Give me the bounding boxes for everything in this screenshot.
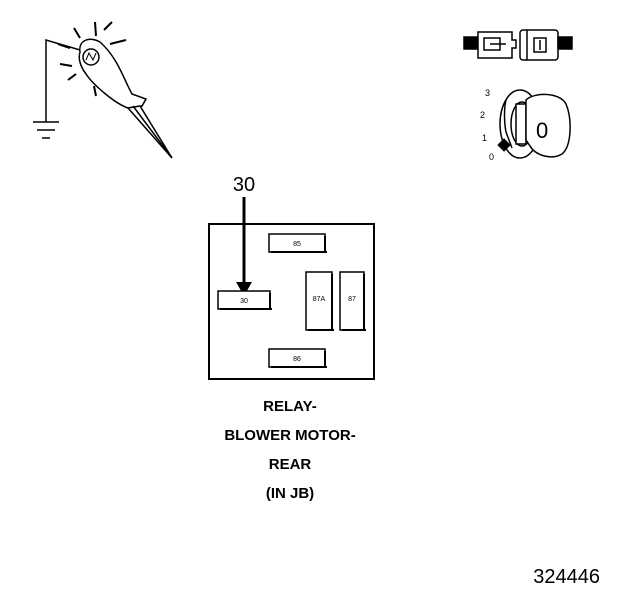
ignition-position-0: 0 [489,152,494,162]
caption-line-2: BLOWER MOTOR- [224,427,356,444]
figure-number: 324446 [533,566,600,588]
disconnected-connector-icon [463,29,573,61]
caption-line-1: RELAY- [263,398,317,415]
relay-pin-30: 30 [217,290,272,310]
relay-pin-86: 86 [268,348,327,368]
ignition-position-2: 2 [480,110,485,120]
pin-30-label: 30 [240,298,248,305]
pin-86-label: 86 [293,356,301,363]
probe-arrow-head [236,282,252,296]
pin-87-label: 87 [348,296,356,303]
probe-pin-label: 30 [233,174,255,196]
relay-pin-87a: 87A [305,271,334,331]
caption-line-4: (IN JB) [265,485,315,502]
test-light-probe-icon [33,21,173,159]
ignition-key-icon [497,89,571,159]
pin-87a-label: 87A [313,296,326,303]
caption-line-3: REAR [268,456,312,473]
relay-pin-87: 87 [339,271,366,331]
relay-pin-85: 85 [268,233,327,253]
ignition-position-3: 3 [485,88,490,98]
ignition-key-label: 0 [536,118,548,143]
ignition-position-1: 1 [482,133,487,143]
pin-85-label: 85 [293,241,301,248]
